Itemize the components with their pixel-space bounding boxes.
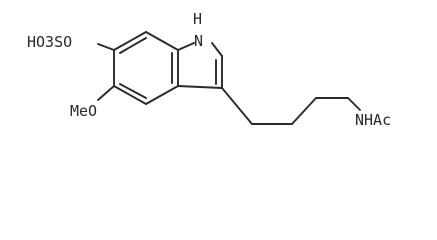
bond-ch2b-ch2c — [291, 97, 317, 125]
atom-labels: H N HO3SO MeO NHAc — [27, 10, 391, 129]
bond-c6-c7-double — [119, 37, 147, 54]
bond-c4-c5-double — [119, 83, 147, 99]
bond-c7a-c7 — [145, 31, 179, 51]
bond-c5-omethoxy — [97, 85, 115, 101]
bond-c5-c4 — [113, 85, 147, 105]
bond-ch2d-nh — [347, 97, 361, 111]
bond-n1-c2 — [211, 42, 223, 57]
bond-c4-c3a — [145, 85, 179, 105]
bond-c6-osulfate — [97, 43, 115, 51]
bond-c7-c6 — [113, 31, 147, 51]
label-acetamide: NHAc — [355, 111, 391, 129]
bond-c3-c3a — [177, 85, 223, 89]
label-methoxy: MeO — [70, 102, 97, 120]
label-indole-n: N — [194, 32, 203, 50]
bond-lines — [97, 31, 361, 125]
bond-c3-ch2a — [221, 87, 253, 125]
label-indole-h: H — [193, 10, 202, 28]
structure-canvas: H N HO3SO MeO NHAc — [27, 10, 391, 129]
label-sulfate: HO3SO — [27, 33, 72, 51]
bond-c7a-n1 — [177, 42, 195, 51]
chemical-structure-diagram: H N HO3SO MeO NHAc — [27, 10, 391, 129]
